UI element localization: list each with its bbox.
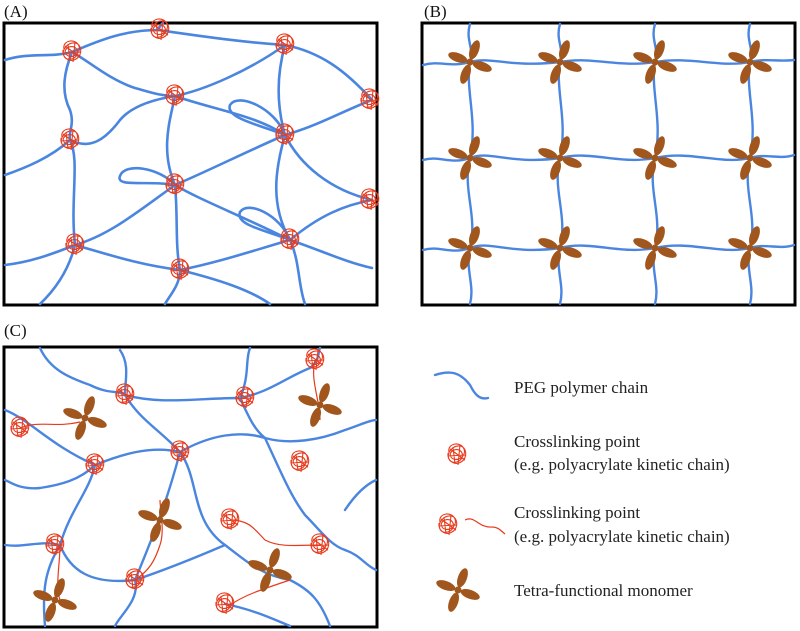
panel-b-label: (B) <box>424 2 447 21</box>
panel-c-label: (C) <box>4 321 27 340</box>
tetra-monomer-icon <box>434 566 482 614</box>
panel-a-frame <box>2 21 379 307</box>
panel-b-monomers <box>446 38 774 272</box>
panel-b: (B) <box>420 2 797 307</box>
crosslink-tail-icon <box>464 518 506 535</box>
panel-a-crosslinks <box>60 18 380 281</box>
peg-chain-icon <box>433 371 490 400</box>
crosslink-coil-icon <box>447 443 467 466</box>
legend: PEG polymer chain Crosslinking point (e.… <box>433 371 730 614</box>
legend-label-peg: PEG polymer chain <box>514 378 649 397</box>
legend-label-crosslink-tail: Crosslinking point <box>514 503 640 522</box>
legend-label-crosslink-coil: Crosslinking point <box>514 432 640 451</box>
legend-sublabel-crosslink-coil: (e.g. polyacrylate kinetic chain) <box>514 455 730 474</box>
legend-item-tetra: Tetra-functional monomer <box>434 566 693 614</box>
legend-sublabel-crosslink-tail: (e.g. polyacrylate kinetic chain) <box>514 527 730 546</box>
legend-label-tetra: Tetra-functional monomer <box>514 581 693 600</box>
panel-b-frame <box>420 21 797 307</box>
legend-item-peg: PEG polymer chain <box>433 371 649 400</box>
panel-a-peg-chains <box>3 21 374 306</box>
panel-c-frame <box>2 345 379 629</box>
legend-item-crosslink-tail: Crosslinking point (e.g. polyacrylate ki… <box>438 503 730 546</box>
panel-c: (C) <box>2 321 379 629</box>
panel-a: (A) <box>2 2 380 307</box>
panel-a-label: (A) <box>4 2 28 21</box>
legend-item-crosslink-coil: Crosslinking point (e.g. polyacrylate ki… <box>447 432 730 474</box>
